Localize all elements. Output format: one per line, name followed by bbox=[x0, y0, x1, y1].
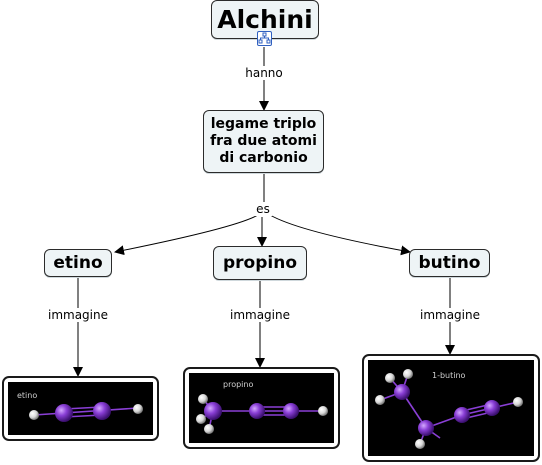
link-es-to-etino bbox=[114, 214, 259, 256]
butino-image-caption: 1-butino bbox=[432, 371, 466, 380]
propino-image-node[interactable]: propino bbox=[183, 367, 340, 449]
link-es-to-butino bbox=[269, 214, 411, 256]
root-concept-label: Alchini bbox=[217, 5, 313, 34]
butino-molecule-model bbox=[375, 369, 523, 449]
butino-molecule-image: 1-butino bbox=[368, 360, 534, 456]
link-label-immagine-etino: immagine bbox=[45, 308, 111, 322]
triple-bond-line-1: legame triplo bbox=[210, 116, 317, 132]
etino-label: etino bbox=[53, 253, 103, 273]
link-label-es: es bbox=[254, 202, 272, 216]
triple-bond-line-2: fra due atomi bbox=[210, 133, 317, 149]
etino-concept-node[interactable]: etino bbox=[44, 249, 112, 277]
propino-molecule-image: propino bbox=[189, 373, 334, 443]
concept-map-icon[interactable] bbox=[257, 31, 272, 46]
butino-concept-node[interactable]: butino bbox=[409, 249, 490, 277]
propino-molecule-model bbox=[196, 394, 328, 434]
etino-molecule-image: etino bbox=[8, 382, 153, 435]
triple-bond-line-3: di carbonio bbox=[219, 150, 308, 166]
butino-label: butino bbox=[418, 253, 481, 273]
link-label-immagine-propino: immagine bbox=[227, 308, 293, 322]
propino-label: propino bbox=[222, 253, 297, 273]
link-label-immagine-butino: immagine bbox=[417, 308, 483, 322]
propino-concept-node[interactable]: propino bbox=[213, 246, 307, 280]
triple-bond-concept-node[interactable]: legame triplo fra due atomi di carbonio bbox=[203, 110, 324, 173]
etino-image-node[interactable]: etino bbox=[2, 376, 159, 441]
etino-image-caption: etino bbox=[17, 391, 38, 400]
link-label-hanno: hanno bbox=[243, 66, 285, 80]
butino-image-node[interactable]: 1-butino bbox=[362, 354, 540, 462]
propino-image-caption: propino bbox=[223, 380, 254, 389]
etino-molecule-model bbox=[29, 402, 143, 422]
